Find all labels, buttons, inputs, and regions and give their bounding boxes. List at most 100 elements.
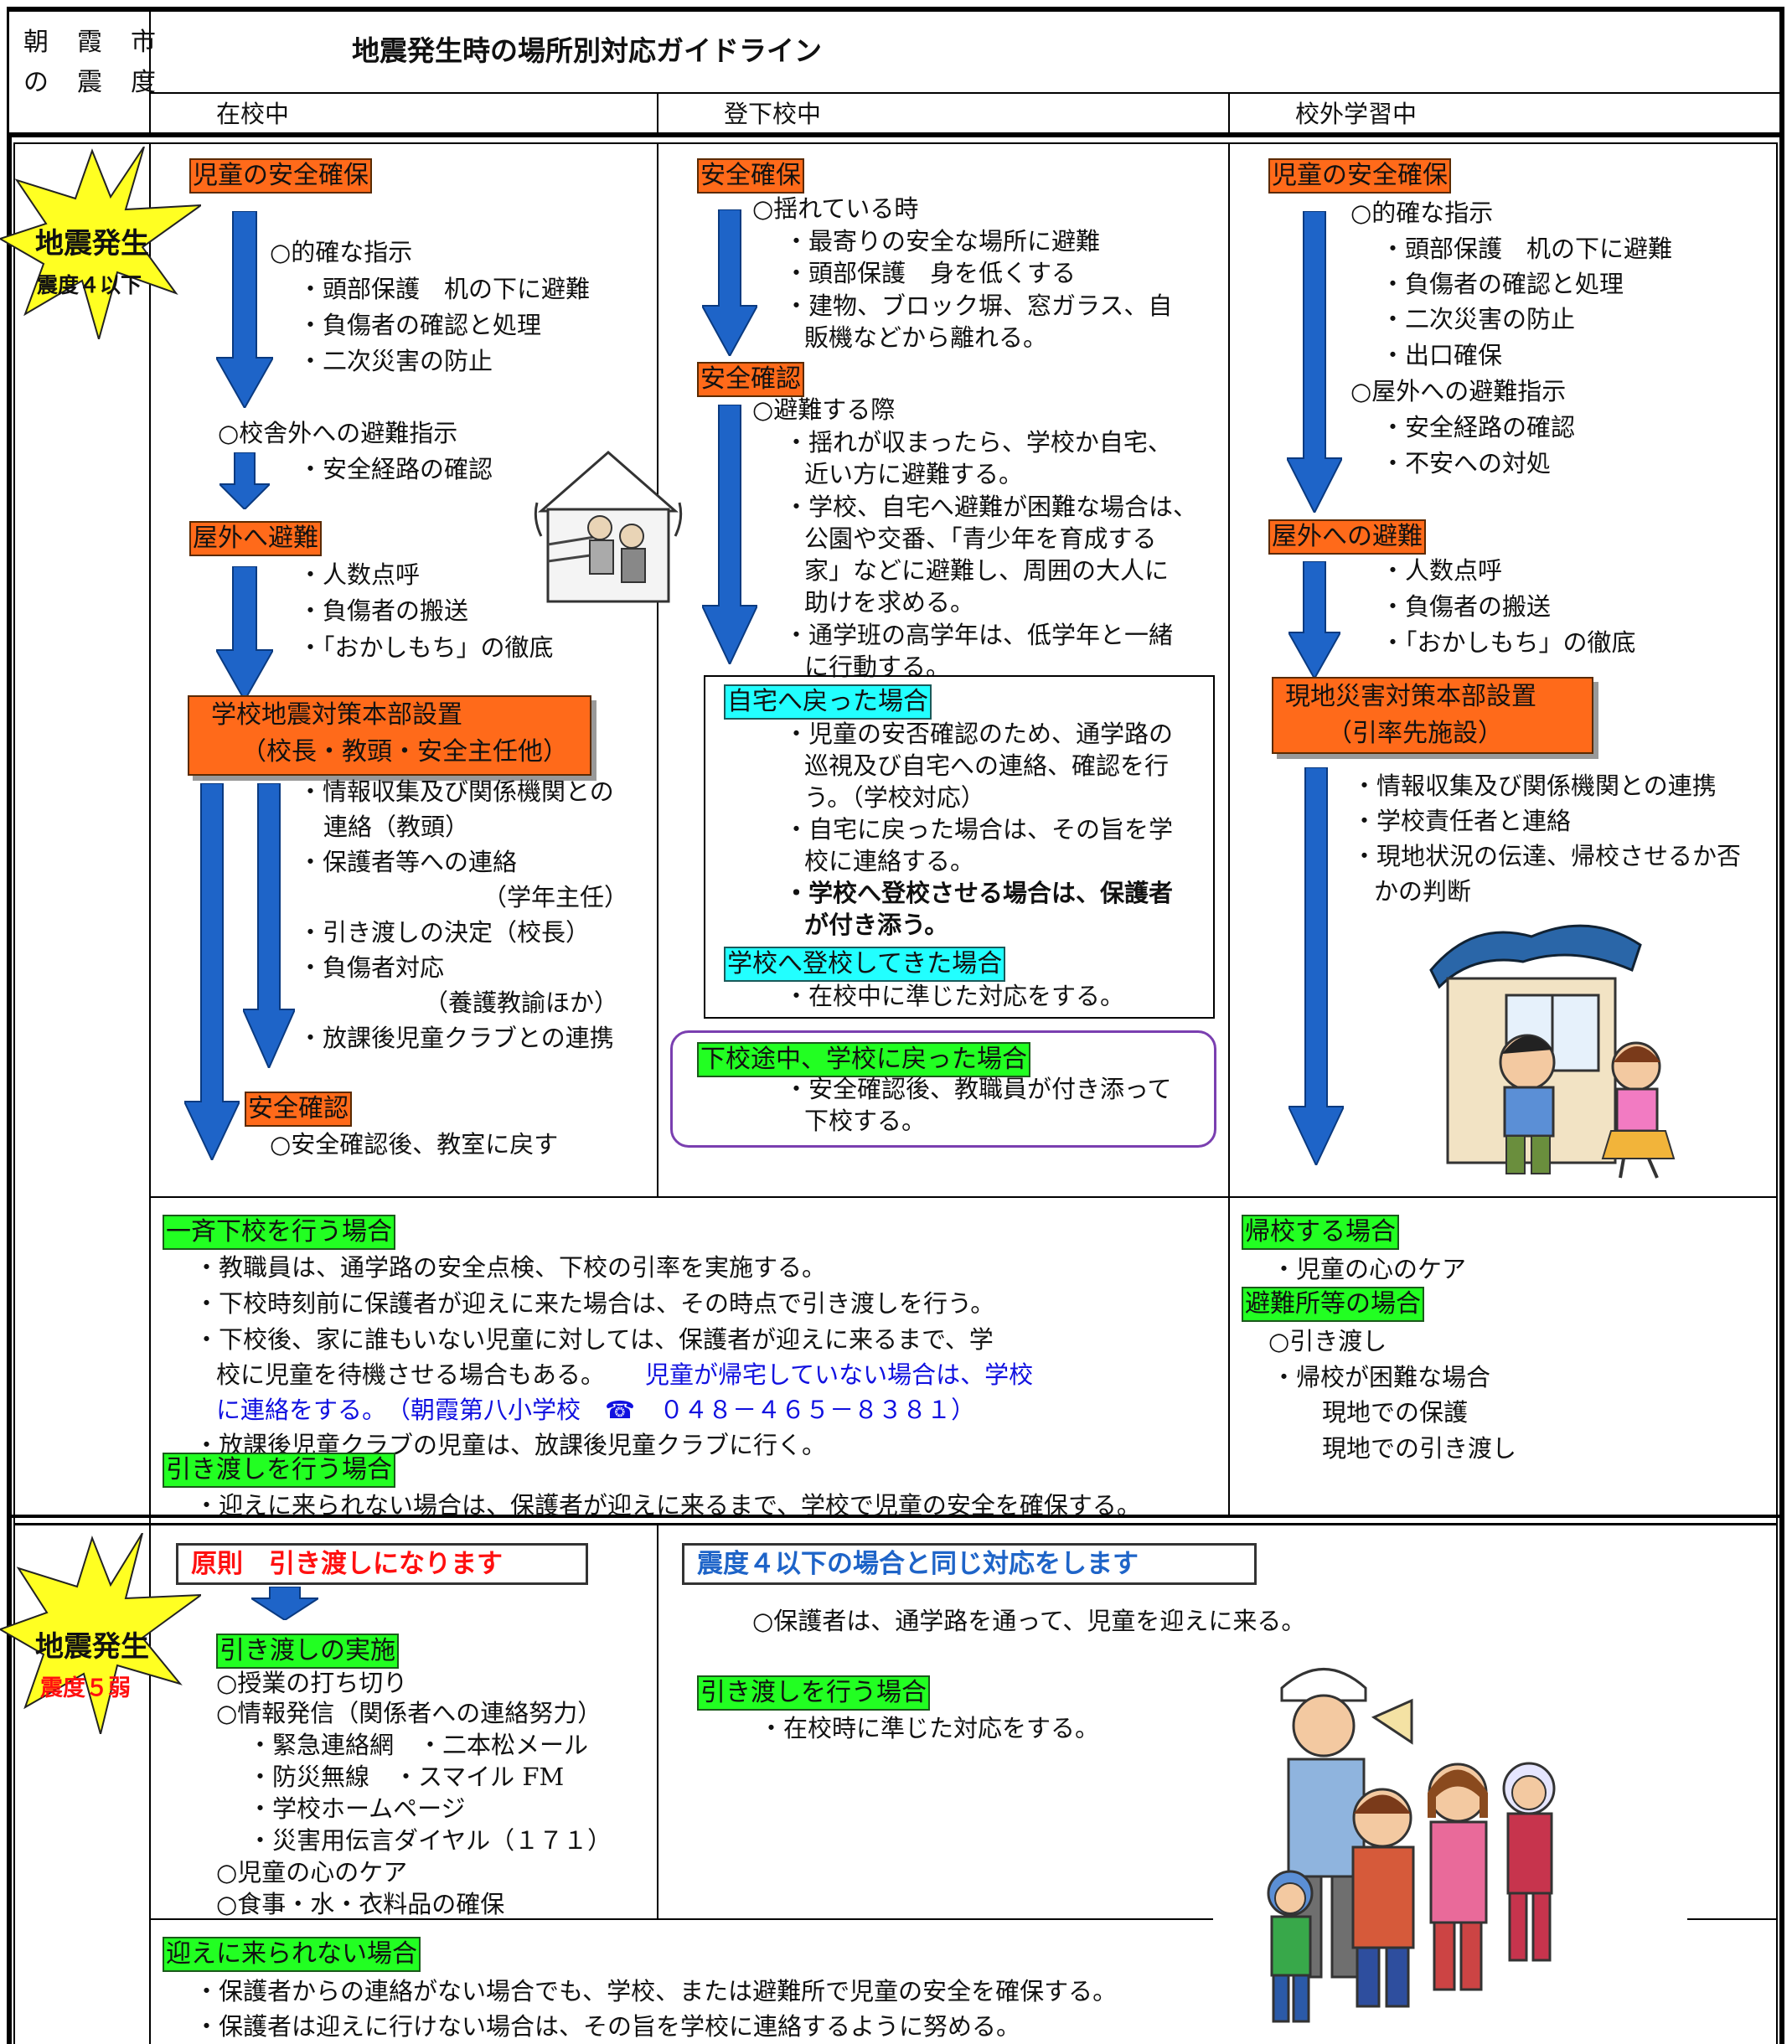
bottom-line-blue: 児童が帰宅していない場合は、学校 [645,1360,1034,1389]
c3-line: ・学校責任者と連絡 [1352,807,1572,835]
c2-line: ・学校、自宅へ避難が困難な場合は、 [784,493,1198,521]
header-bottom [7,132,1784,137]
label-secure-safety: 安全確保 [697,158,804,194]
s1-col-div-3 [1228,142,1230,1516]
c3-line: ・二次災害の防止 [1381,305,1576,333]
c2-box-line: 校に連絡する。 [804,847,975,875]
return-to-school-box [670,1030,1216,1148]
inner-right-s1 [1776,142,1778,2044]
c1-line: ○校舎外への避難指示 [218,419,458,447]
outer-right [1779,7,1784,2044]
c2-box-line: 下校する。 [804,1107,927,1135]
s1-col-div-1 [149,142,151,2044]
c3-line: ・現地状況の伝達、帰校させるか否 [1352,842,1742,870]
bottom-right-line: ○引き渡し [1268,1327,1387,1355]
earthquake-burst-1 [0,146,204,343]
s1-col-div-2 [657,142,658,1196]
label-mass-dismissal: 一斉下校を行う場合 [163,1215,395,1250]
c3-line: ○屋外への避難指示 [1350,377,1567,405]
burst2-subtitle: 震度５弱 [40,1675,131,1701]
c3-line: ・情報収集及び関係機関との連携 [1352,772,1717,800]
school-hq-members: （校長・教頭・安全主任他） [241,737,568,766]
label-safety-confirm: 安全確認 [697,362,804,397]
same-response-text: 震度４以下の場合と同じ対応をします [697,1549,1139,1579]
s2-line: ○授業の打ち切り [216,1669,408,1697]
label-safety-check: 安全確認 [245,1092,352,1127]
c1-line: ・人数点呼 [298,560,421,589]
section-divider-a [7,1515,1784,1518]
page-title: 地震発生時の場所別対応ガイドライン [352,34,822,67]
s2-line: ・防災無線 ・スマイル FM [248,1763,565,1791]
down-arrow [216,566,273,700]
down-arrow [702,405,757,664]
s2-line: ○児童の心のケア [216,1858,408,1887]
c2-line: ・通学班の高学年は、低学年と一緒 [784,621,1174,649]
label-handover-commute: 引き渡しを行う場合 [697,1675,930,1711]
s2-line: ・災害用伝言ダイヤル（１７１） [248,1826,612,1855]
c2-line: 公園や交番、「青少年を育成する [804,524,1157,553]
s2-line: ○情報発信（関係者への連絡努力） [216,1699,602,1727]
outer-left-header [7,7,9,137]
down-arrow [219,452,270,509]
c1-line: ・引き渡しの決定（校長） [298,918,591,947]
down-arrow [243,783,295,1068]
header-col-div [149,7,151,137]
family-evacuation-illustration [1215,1642,1583,2039]
down-arrow [1288,561,1340,679]
label-handover-exec: 引き渡しの実施 [216,1634,399,1669]
c1-line: ・「おかしもち」の徹底 [298,633,554,662]
c1-line: ・負傷者対応 [298,953,445,982]
s2-right-line: ・在校時に準じた対応をする。 [759,1714,1100,1742]
c3-line: ・安全経路の確認 [1381,413,1576,441]
bottom-right-line: ・児童の心のケア [1272,1255,1467,1283]
local-hq-box: 現地災害対策本部設置 （引率先施設） [1272,677,1593,754]
label-child-safety: 児童の安全確保 [189,158,372,194]
burst1-title: 地震発生 [35,227,149,261]
c2-line: ○避難する際 [752,395,896,424]
c3-line: かの判断 [1374,877,1472,906]
c1-line: ・負傷者の確認と処理 [298,311,542,339]
c3-line: ・負傷者の確認と処理 [1381,270,1624,298]
bottom-line: 校に児童を待機させる場合もある。 [216,1360,606,1389]
c2-box-line-bold: ・学校へ登校させる場合は、保護者 [784,879,1174,907]
down-arrow [184,783,240,1160]
inner-top-s1 [13,142,1778,144]
c2-line: ・建物、ブロック塀、窓ガラス、自 [784,292,1173,320]
c3-line: ・人数点呼 [1381,556,1503,585]
c3-line: ・出口確保 [1381,341,1503,369]
c1-line: ・負傷者の搬送 [298,596,469,625]
c1-line: （学年主任） [483,883,629,911]
outer-left-s1 [7,132,12,2044]
c2-line: ・頭部保護 身を低くする [784,259,1077,287]
c2-line: 助けを求める。 [804,588,975,617]
c2-box-line: ・自宅に戻った場合は、その旨を学 [784,815,1174,844]
header-mid-line [149,92,1781,94]
s2-bottom-line: ・保護者からの連絡がない場合でも、学校、または避難所で児童の安全を確保する。 [194,1977,1118,2005]
c1-line: 連絡（教頭） [323,813,470,841]
s2-bottom-line: ・保護者は迎えに行けない場合は、その旨を学校に連絡するように努める。 [194,2012,1021,2041]
label-child-safety-trip: 児童の安全確保 [1268,158,1451,194]
s2-line: ・緊急連絡網 ・二本松メール [248,1731,589,1759]
col-header-commute: 登下校中 [724,100,822,128]
c2-line: 販機などから離れる。 [804,323,1048,352]
house-shaking-illustration [533,444,684,615]
c1-line: ・安全経路の確認 [298,455,493,483]
col-header-school: 在校中 [216,100,290,128]
label-return-school: 帰校する場合 [1242,1215,1399,1250]
down-arrow [702,209,757,356]
burst1-subtitle: 震度４以下 [37,273,142,297]
bottom-right-line: 現地での保護 [1322,1398,1469,1427]
c3-line: ・負傷者の搬送 [1381,592,1552,621]
c2-box-line: う。（学校対応） [804,783,985,812]
label-returned-home: 自宅へ戻った場合 [724,684,932,720]
bottom-line: ・下校後、家に誰もいない児童に対しては、保護者が迎えに来るまで、学 [194,1325,994,1354]
c2-box-line: 巡視及び自宅への連絡、確認を行 [804,751,1170,780]
label-cannot-pickup: 迎えに来られない場合 [163,1937,421,1972]
c3-line: ○的確な指示 [1350,199,1494,227]
c1-line: ・二次災害の防止 [298,347,493,375]
c1-line: ・頭部保護 机の下に避難 [298,275,591,303]
principle-text: 原則 引き渡しになります [191,1549,503,1579]
local-hq-title: 現地災害対策本部設置 [1285,682,1536,711]
down-arrow [1288,767,1344,1165]
corner-label-line1: 朝 霞 市 [23,28,158,57]
